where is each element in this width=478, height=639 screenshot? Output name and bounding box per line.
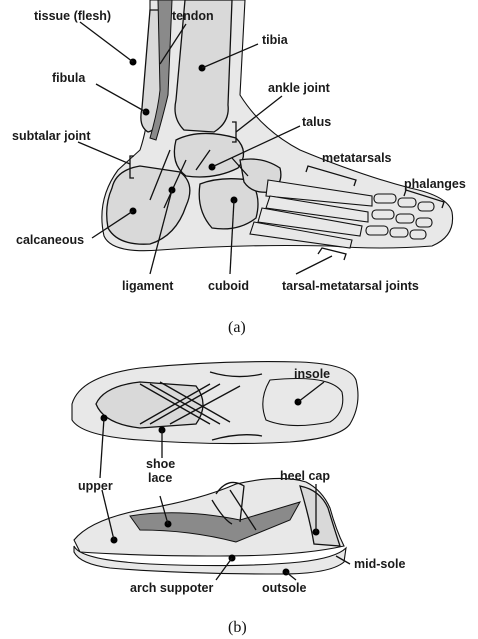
- label-fibula: fibula: [52, 71, 86, 85]
- label-ankle-joint: ankle joint: [268, 81, 331, 95]
- label-tarsal-metatarsal: tarsal-metatarsal joints: [282, 279, 419, 293]
- label-tissue: tissue (flesh): [34, 9, 111, 23]
- label-shoe: shoe: [146, 457, 175, 471]
- caption-a: (a): [228, 319, 246, 336]
- label-phalanges: phalanges: [404, 177, 466, 191]
- label-subtalar-joint: subtalar joint: [12, 129, 91, 143]
- label-upper: upper: [78, 479, 113, 493]
- label-ligament: ligament: [122, 279, 174, 293]
- label-mid-sole: mid-sole: [354, 557, 405, 571]
- label-tibia: tibia: [262, 33, 289, 47]
- label-calcaneous: calcaneous: [16, 233, 84, 247]
- label-cuboid: cuboid: [208, 279, 249, 293]
- insole-shape: [263, 379, 343, 426]
- subtalar-leader: [78, 142, 130, 164]
- label-lace: lace: [148, 471, 172, 485]
- talus-bone: [174, 133, 243, 177]
- tarsal-metatarsal-leader: [296, 256, 332, 274]
- label-insole: insole: [294, 367, 330, 381]
- label-talus: talus: [302, 115, 331, 129]
- shoe-side-view: [74, 478, 346, 575]
- tarsal-metatarsal-bracket: [318, 248, 346, 260]
- caption-b: (b): [228, 619, 247, 636]
- label-arch-suppoter: arch suppoter: [130, 581, 213, 595]
- label-metatarsals: metatarsals: [322, 151, 392, 165]
- label-heel-cap: heel cap: [280, 469, 330, 483]
- tissue-leader: [80, 22, 133, 62]
- fibula-leader: [96, 84, 146, 112]
- label-tendon: tendon: [172, 9, 214, 23]
- label-outsole: outsole: [262, 581, 306, 595]
